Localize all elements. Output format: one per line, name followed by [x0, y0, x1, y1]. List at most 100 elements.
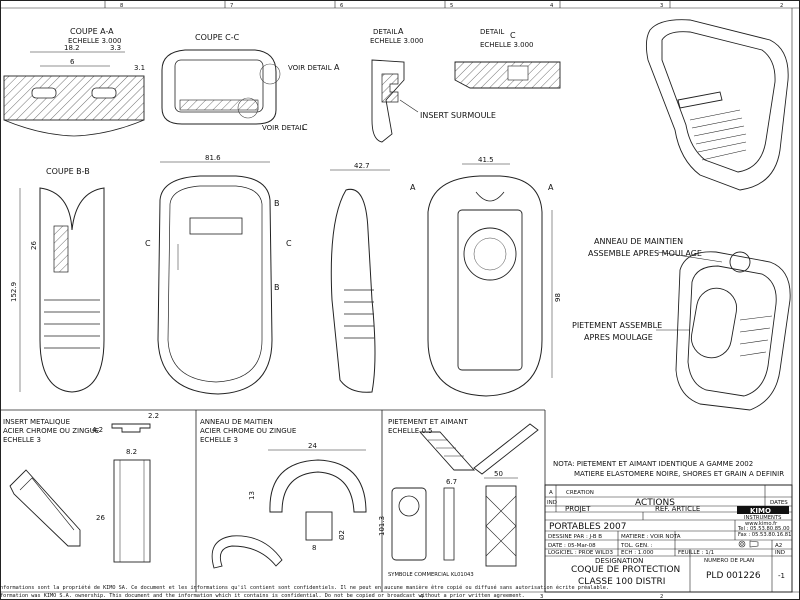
ref-article-label: REF. ARTICLE: [655, 505, 700, 513]
panel-material: ACIER CHROME OU ZINGUE: [200, 427, 296, 435]
dates-label: DATES: [770, 500, 788, 506]
callout: VOIR DETAIL: [262, 124, 306, 132]
note-anneau: ASSEMBLE APRES MOULAGE: [588, 249, 702, 258]
dimension: 24: [308, 442, 317, 450]
matiere: MATIERE : VOIR NOTA: [621, 534, 681, 540]
section-label: C: [286, 239, 292, 248]
dimension: 42.7: [354, 162, 370, 170]
dimension: 41.5: [478, 156, 494, 164]
svg-text:KIMO: KIMO: [750, 507, 771, 515]
feuille: FEUILLE : 1/1: [678, 550, 714, 556]
rev-text: CREATION: [566, 490, 594, 496]
section-label: B: [274, 199, 280, 208]
plan-number: PLD 001226: [706, 571, 761, 581]
section-label: A: [410, 183, 416, 192]
border-mark: 3: [660, 3, 663, 9]
view-title: COUPE B-B: [46, 167, 90, 176]
view-side: 42.7: [330, 162, 390, 393]
dessine-par: DESSINE PAR : J-B B: [548, 534, 602, 540]
view-scale: ECHELLE 3.000: [68, 37, 121, 45]
commercial-symbol: SYMBOLE COMMERCIAL KL01043: [388, 572, 474, 578]
border-ticks-top: [104, 0, 671, 8]
note-pietement: PIETEMENT ASSEMBLE: [572, 321, 662, 330]
view-detail-a: DETAIL A ECHELLE 3.000 INSERT SURMOULE: [370, 27, 496, 143]
view-title: DETAIL: [480, 28, 504, 36]
view-rear: 41.5 98 A A: [410, 156, 562, 397]
view-coupe-bb: COUPE B-B 152.9 26: [10, 167, 105, 393]
callout-letter: A: [334, 63, 340, 72]
ind-label: IND: [547, 500, 557, 506]
panel-material: ACIER CHROME OU ZINGUE: [3, 427, 99, 435]
dimension: 4.2: [92, 426, 103, 434]
svg-text:INSTRUMENTS: INSTRUMENTS: [744, 515, 781, 521]
logiciel: LOGICIEL : PROE WILD3: [548, 550, 613, 556]
nota: NOTA: PIETEMENT ET AIMANT IDENTIQUE A GA…: [553, 460, 784, 478]
view-title: COUPE A-A: [70, 27, 114, 36]
actions-label: ACTIONS: [635, 498, 675, 508]
section-label: A: [548, 183, 554, 192]
projet-label: PROJET: [565, 505, 591, 513]
dimension: 6: [70, 58, 75, 66]
dimension: 98: [554, 293, 562, 302]
view-title: COUPE C-C: [195, 33, 240, 42]
svg-text:Fax : 05.53.80.16.81: Fax : 05.53.80.16.81: [738, 532, 791, 538]
view-scale: ECHELLE 3.000: [370, 37, 423, 45]
callout: VOIR DETAIL: [288, 64, 332, 72]
view-coupe-aa: COUPE A-A ECHELLE 3.000 18.2 3.3 6 3.1: [3, 27, 145, 137]
echelle: ECH : 1.000: [621, 550, 654, 556]
rev-index: A: [549, 490, 553, 496]
detail-letter: A: [398, 27, 404, 36]
footer-confidentiality-fr: nformations sont la propriété de KIMO SA…: [0, 584, 609, 591]
dimension: 50: [494, 470, 503, 478]
date: DATE : 05-Mar-08: [548, 543, 596, 549]
dimension: 13: [248, 491, 256, 500]
iso-view-top: [645, 19, 789, 191]
panel-scale: ECHELLE 0.5: [388, 427, 433, 435]
designation-line: COQUE DE PROTECTION: [571, 565, 680, 575]
ind-value: IND: [775, 550, 785, 556]
panel-anneau: ANNEAU DE MAITIEN ACIER CHROME OU ZINGUE…: [200, 418, 367, 569]
border-mark: 4: [420, 594, 424, 600]
dimension: 6.7: [446, 478, 457, 486]
designation-line: CLASSE 100 DISTRI: [578, 577, 665, 587]
panel-scale: ECHELLE 3: [3, 436, 41, 444]
dimension: 3.1: [134, 64, 145, 72]
plan-index: -1: [778, 572, 785, 580]
view-detail-c: DETAIL C ECHELLE 3.000: [454, 28, 561, 89]
dimension: Ø2: [338, 530, 346, 540]
callout-letter: C: [302, 123, 308, 132]
panel-scale: ECHELLE 3: [200, 436, 238, 444]
nota-line: MATIERE ELASTOMERE NOIRE, SHORES ET GRAI…: [574, 470, 784, 478]
dimension: 2.2: [148, 412, 159, 420]
panel-title: ANNEAU DE MAITIEN: [200, 418, 273, 426]
svg-text:Tel : 05.53.80.85.00: Tel : 05.53.80.85.00: [737, 526, 790, 532]
detail-letter: C: [510, 31, 516, 40]
note-insert: INSERT SURMOULE: [420, 111, 496, 120]
svg-text:www.kimo.fr: www.kimo.fr: [745, 521, 778, 527]
dimension: 3.3: [110, 44, 121, 52]
nota-line: NOTA: PIETEMENT ET AIMANT IDENTIQUE A GA…: [553, 460, 753, 468]
footer-confidentiality-en: formation was KIMO S.A. ownership. This …: [0, 593, 525, 599]
view-title: DETAIL: [373, 28, 397, 36]
view-scale: ECHELLE 3.000: [480, 41, 533, 49]
format: A2: [775, 543, 782, 549]
tol-gen: TOL. GEN. :: [620, 543, 653, 549]
designation-label: DESIGNATION: [595, 557, 643, 565]
panel-insert-metalique: INSERT METALIQUE ACIER CHROME OU ZINGUE …: [3, 412, 159, 563]
dimension: 26: [30, 241, 38, 250]
dimension: 152.9: [10, 282, 18, 302]
dimension: 26: [96, 514, 105, 522]
border-mark: 2: [660, 594, 663, 600]
view-front: 81.6 B B C C: [145, 154, 292, 395]
dimension: 81.6: [205, 154, 221, 162]
border-mark: 6: [340, 3, 343, 9]
kimo-logo: KIMO INSTRUMENTS www.kimo.fr Tel : 05.53…: [737, 506, 791, 538]
section-label: B: [274, 283, 280, 292]
numero-label: NUMERO DE PLAN: [704, 558, 754, 564]
iso-view-bottom: [656, 251, 791, 411]
border-mark: 4: [550, 3, 554, 9]
projet-value: PORTABLES 2007: [549, 522, 626, 532]
dimension: 8: [312, 544, 316, 552]
panel-title: PIETEMENT ET AIMANT: [388, 418, 468, 426]
